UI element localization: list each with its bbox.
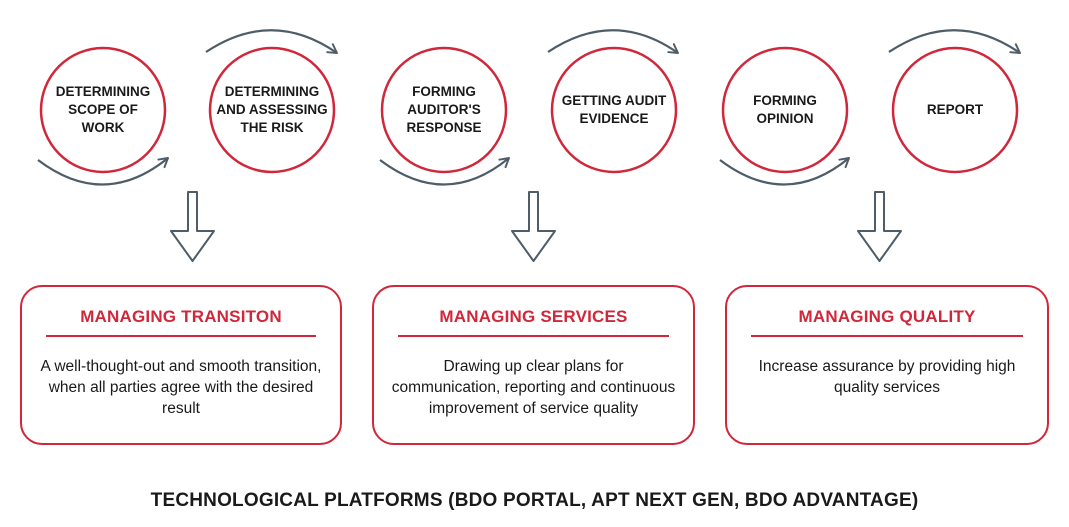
step-label-3: FORMING AUDITOR'S RESPONSE xyxy=(406,84,482,135)
area-title: MANAGING TRANSITON xyxy=(80,307,282,326)
area-box-transition: MANAGING TRANSITON A well-thought-out an… xyxy=(20,285,342,445)
down-arrow-icon-2 xyxy=(511,191,556,262)
step-circle-1 xyxy=(39,46,167,174)
area-divider xyxy=(751,335,1023,337)
footer-platforms: TECHNOLOGICAL PLATFORMS (BDO PORTAL, APT… xyxy=(150,490,919,511)
area-description: Drawing up clear plans for communication… xyxy=(391,358,676,417)
step-circle-5 xyxy=(721,46,849,174)
step-label-5: FORMING OPINION xyxy=(753,93,817,126)
curved-arrow-top-3 xyxy=(888,29,1021,54)
curved-arrow-bottom-1 xyxy=(37,157,169,186)
step-label-4: GETTING AUDIT EVIDENCE xyxy=(561,93,667,126)
curved-arrow-top-2 xyxy=(547,29,679,54)
area-box-services: MANAGING SERVICES Drawing up clear plans… xyxy=(372,285,695,445)
area-title: MANAGING SERVICES xyxy=(439,307,628,326)
area-divider xyxy=(46,335,316,337)
area-description: A well-thought-out and smooth transition… xyxy=(40,358,322,417)
area-title: MANAGING QUALITY xyxy=(798,307,976,326)
area-box-quality: MANAGING QUALITY Increase assurance by p… xyxy=(725,285,1049,445)
step-label-1: DETERMINING SCOPE OF WORK xyxy=(55,84,151,135)
step-label-6: REPORT xyxy=(926,102,984,117)
step-circle-2 xyxy=(208,46,336,174)
step-label-2: DETERMINING AND ASSESSING THE RISK xyxy=(216,84,328,135)
down-arrow-icon-3 xyxy=(857,191,902,262)
curved-arrow-top-1 xyxy=(205,29,338,54)
step-circle-4 xyxy=(550,46,678,174)
curved-arrow-bottom-2 xyxy=(379,157,510,186)
step-circle-3 xyxy=(380,46,508,174)
area-divider xyxy=(398,335,669,337)
area-description: Increase assurance by providing high qua… xyxy=(758,358,1016,396)
step-circle-6 xyxy=(891,46,1019,174)
down-arrow-icon-1 xyxy=(170,191,215,262)
curved-arrow-bottom-3 xyxy=(719,157,850,186)
